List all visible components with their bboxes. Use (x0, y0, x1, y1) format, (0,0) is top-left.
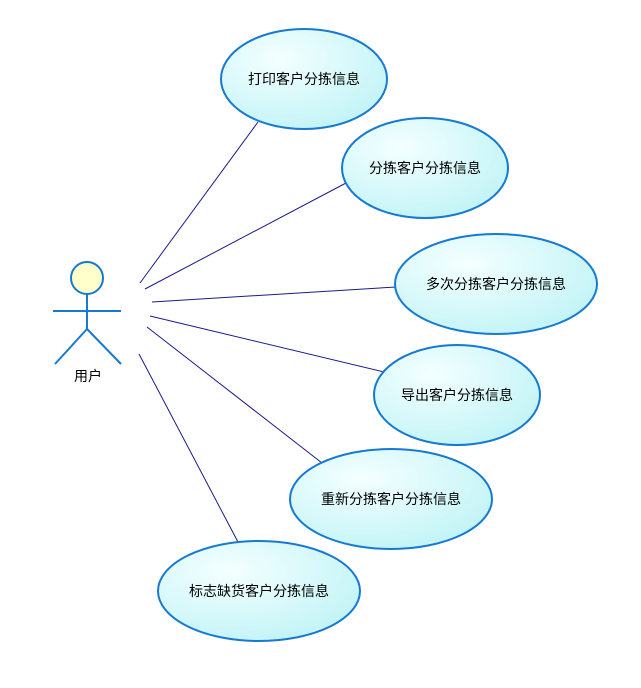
use-case-label: 打印客户分拣信息 (248, 71, 360, 88)
association-print (139, 121, 259, 284)
actor-label: 用户 (74, 368, 102, 385)
use-case-mark-short[interactable]: 标志缺货客户分拣信息 (157, 540, 361, 642)
use-case-ellipse (373, 344, 541, 446)
use-case-ellipse (289, 448, 493, 550)
association-export (149, 315, 385, 373)
use-case-label: 多次分拣客户分拣信息 (426, 276, 566, 293)
association-resort (146, 326, 323, 464)
use-case-ellipse (341, 117, 509, 219)
actor-user[interactable]: 用户 (53, 261, 122, 385)
use-case-export[interactable]: 导出客户分拣信息 (373, 344, 541, 446)
use-case-ellipse (157, 540, 361, 642)
use-case-label: 标志缺货客户分拣信息 (189, 583, 329, 600)
use-case-resort[interactable]: 重新分拣客户分拣信息 (289, 448, 493, 550)
actor-head (70, 261, 104, 295)
use-case-label: 重新分拣客户分拣信息 (321, 491, 461, 508)
actor-left-leg (54, 328, 88, 365)
use-case-label: 导出客户分拣信息 (401, 387, 513, 404)
use-case-sort[interactable]: 分拣客户分拣信息 (341, 117, 509, 219)
association-multi-sort (151, 286, 397, 303)
use-case-label: 分拣客户分拣信息 (369, 160, 481, 177)
use-case-print[interactable]: 打印客户分拣信息 (220, 28, 388, 130)
use-case-ellipse (394, 233, 598, 335)
association-sort (144, 182, 347, 290)
association-mark-short (138, 353, 239, 543)
use-case-multi-sort[interactable]: 多次分拣客户分拣信息 (394, 233, 598, 335)
association-lines (138, 121, 397, 543)
use-case-ellipse (220, 28, 388, 130)
actor-right-leg (86, 328, 122, 365)
